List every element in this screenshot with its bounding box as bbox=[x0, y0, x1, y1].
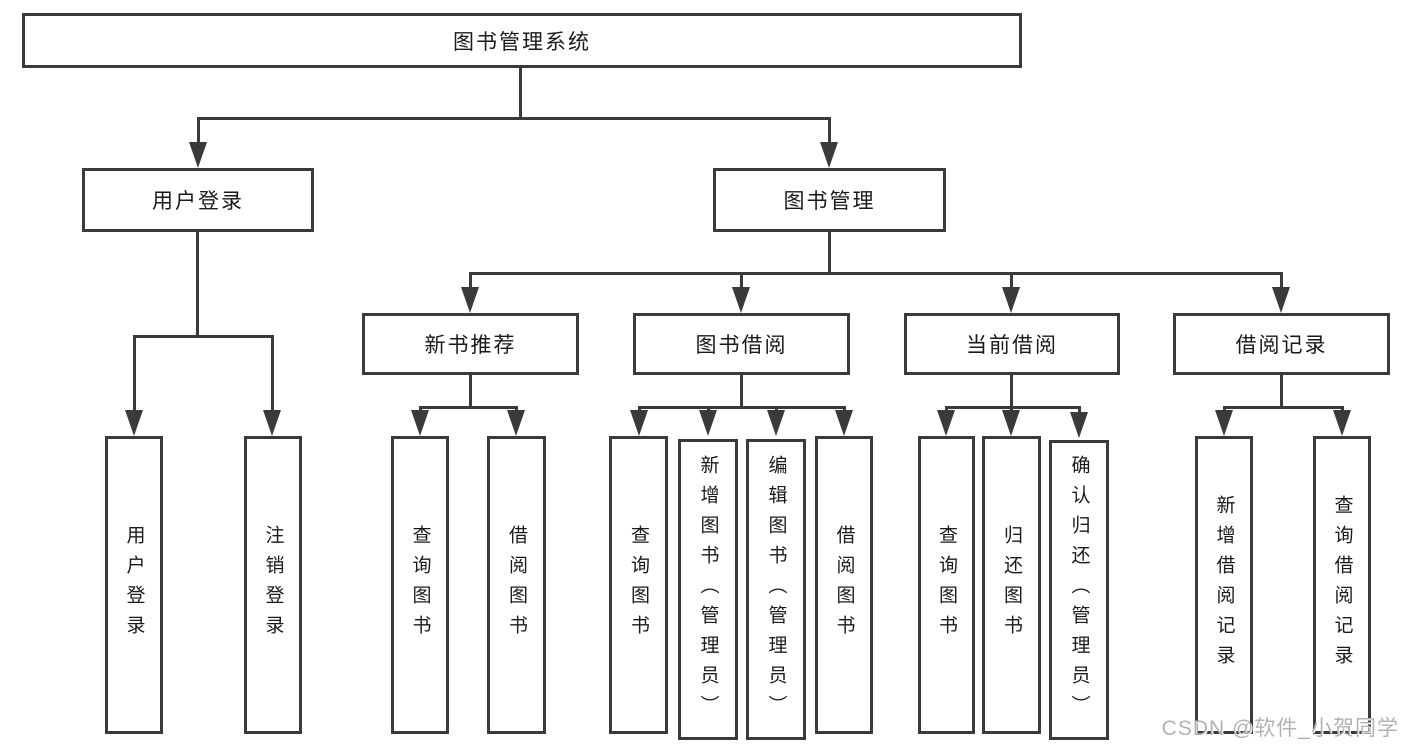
leaf-edit-books-admin: 编辑图书（管理员） bbox=[746, 439, 806, 740]
connector-line bbox=[1280, 375, 1283, 406]
connector-line bbox=[945, 406, 948, 412]
leaf-user-login: 用户登录 bbox=[105, 436, 163, 734]
node-borrowing-records: 借阅记录 bbox=[1173, 313, 1390, 375]
arrow-down-icon bbox=[937, 410, 955, 436]
arrow-down-icon bbox=[699, 410, 717, 436]
leaf-query-borrow-record: 查询借阅记录 bbox=[1313, 436, 1371, 734]
connector-line bbox=[707, 406, 710, 412]
connector-line bbox=[519, 68, 522, 117]
arrow-down-icon bbox=[630, 410, 648, 436]
node-root: 图书管理系统 bbox=[22, 13, 1022, 68]
leaf-logout-label: 注销登录 bbox=[262, 525, 284, 645]
connector-line bbox=[1078, 406, 1081, 412]
connector-line bbox=[945, 406, 1081, 409]
leaf-return-books-label: 归还图书 bbox=[1001, 525, 1022, 645]
leaf-confirm-return-admin: 确认归还（管理员） bbox=[1049, 440, 1109, 740]
arrow-down-icon bbox=[507, 410, 525, 436]
arrow-down-icon bbox=[820, 142, 838, 168]
connector-line bbox=[740, 272, 743, 287]
connector-line bbox=[1280, 272, 1283, 287]
connector-line bbox=[271, 335, 274, 410]
leaf-borrow-books-recommend: 借阅图书 bbox=[487, 436, 546, 734]
leaf-query-books-borrowing-label: 查询图书 bbox=[628, 525, 649, 645]
connector-line bbox=[197, 117, 200, 142]
arrow-down-icon bbox=[1070, 412, 1088, 438]
connector-line bbox=[1010, 375, 1013, 406]
csdn-watermark: CSDN @软件_小贺同学 bbox=[1161, 717, 1399, 740]
leaf-user-login-label: 用户登录 bbox=[123, 525, 145, 645]
leaf-query-books-recommend: 查询图书 bbox=[391, 436, 449, 734]
connector-line bbox=[419, 406, 422, 412]
arrow-down-icon bbox=[125, 410, 143, 436]
connector-line bbox=[469, 272, 472, 287]
connector-line bbox=[515, 406, 518, 412]
leaf-borrow-books-borrowing-label: 借阅图书 bbox=[833, 525, 855, 645]
connector-line bbox=[740, 375, 743, 406]
connector-line bbox=[197, 117, 831, 120]
node-root-label: 图书管理系统 bbox=[453, 30, 591, 54]
arrow-down-icon bbox=[189, 142, 207, 168]
connector-line bbox=[1223, 406, 1226, 412]
connector-line bbox=[828, 232, 831, 272]
connector-line bbox=[1341, 406, 1344, 412]
leaf-borrow-books-recommend-label: 借阅图书 bbox=[506, 525, 527, 645]
arrow-down-icon bbox=[1333, 410, 1351, 436]
node-user-login-branch: 用户登录 bbox=[82, 168, 314, 232]
connector-line bbox=[469, 272, 1283, 275]
connector-line bbox=[638, 406, 641, 412]
arrow-down-icon bbox=[411, 410, 429, 436]
leaf-query-books-recommend-label: 查询图书 bbox=[409, 525, 431, 645]
leaf-add-borrow-record: 新增借阅记录 bbox=[1195, 436, 1253, 734]
arrow-down-icon bbox=[835, 410, 853, 436]
leaf-add-borrow-record-label: 新增借阅记录 bbox=[1213, 495, 1235, 675]
connector-line bbox=[828, 117, 831, 142]
leaf-query-books-borrowing: 查询图书 bbox=[609, 436, 668, 734]
node-user-login-branch-label: 用户登录 bbox=[152, 190, 244, 213]
leaf-add-books-admin: 新增图书（管理员） bbox=[678, 439, 738, 740]
leaf-confirm-return-admin-label: 确认归还（管理员） bbox=[1068, 455, 1090, 725]
node-borrowing-records-label: 借阅记录 bbox=[1235, 334, 1328, 357]
node-new-book-recommend-label: 新书推荐 bbox=[424, 334, 517, 357]
leaf-add-books-admin-label: 新增图书（管理员） bbox=[697, 454, 719, 725]
connector-line bbox=[1010, 272, 1013, 287]
connector-line bbox=[196, 232, 199, 335]
connector-line bbox=[1223, 406, 1344, 409]
leaf-return-books: 归还图书 bbox=[982, 436, 1041, 734]
connector-line bbox=[133, 335, 136, 410]
connector-line bbox=[133, 335, 274, 338]
node-book-borrowing: 图书借阅 bbox=[633, 313, 850, 375]
arrow-down-icon bbox=[767, 410, 785, 436]
node-book-management-label: 图书管理 bbox=[783, 190, 876, 213]
connector-line bbox=[419, 406, 518, 409]
leaf-query-books-current-label: 查询图书 bbox=[936, 525, 957, 645]
connector-line bbox=[843, 406, 846, 412]
arrow-down-icon bbox=[1272, 287, 1290, 313]
arrow-down-icon bbox=[1002, 287, 1020, 313]
arrow-down-icon bbox=[461, 287, 479, 313]
node-current-borrowing: 当前借阅 bbox=[904, 313, 1120, 375]
arrow-down-icon bbox=[1215, 410, 1233, 436]
connector-line bbox=[1010, 406, 1013, 412]
connector-line bbox=[638, 406, 846, 409]
node-book-management: 图书管理 bbox=[713, 168, 946, 232]
node-book-borrowing-label: 图书借阅 bbox=[695, 334, 788, 357]
leaf-borrow-books-borrowing: 借阅图书 bbox=[815, 436, 873, 734]
connector-line bbox=[469, 375, 472, 406]
connector-line bbox=[775, 406, 778, 412]
leaf-edit-books-admin-label: 编辑图书（管理员） bbox=[765, 454, 787, 725]
node-current-borrowing-label: 当前借阅 bbox=[966, 334, 1058, 357]
arrow-down-icon bbox=[263, 410, 281, 436]
leaf-query-books-current: 查询图书 bbox=[918, 436, 975, 734]
arrow-down-icon bbox=[1002, 410, 1020, 436]
leaf-logout: 注销登录 bbox=[244, 436, 302, 734]
leaf-query-borrow-record-label: 查询借阅记录 bbox=[1331, 495, 1353, 675]
arrow-down-icon bbox=[732, 287, 750, 313]
node-new-book-recommend: 新书推荐 bbox=[362, 313, 579, 375]
